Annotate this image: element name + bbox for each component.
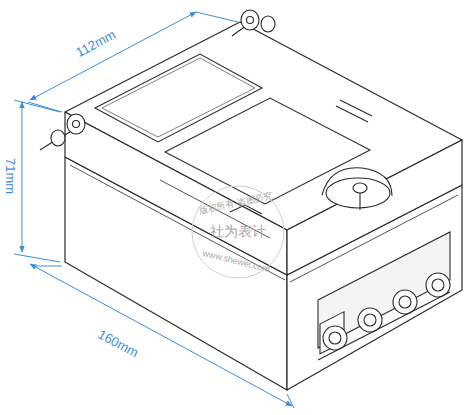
watermark-text: 社为表计: [210, 224, 266, 239]
terminal-block: [318, 232, 450, 360]
meter-housing: [65, 22, 462, 390]
seal-dome: [322, 168, 392, 210]
dimension-label: 71mm: [3, 158, 17, 194]
seal-clips: [40, 10, 275, 150]
dimension-label: 160mm: [96, 328, 141, 361]
dimension-label: 112mm: [74, 28, 118, 61]
watermark-ring: [192, 186, 284, 278]
lid-windows: [95, 54, 372, 238]
